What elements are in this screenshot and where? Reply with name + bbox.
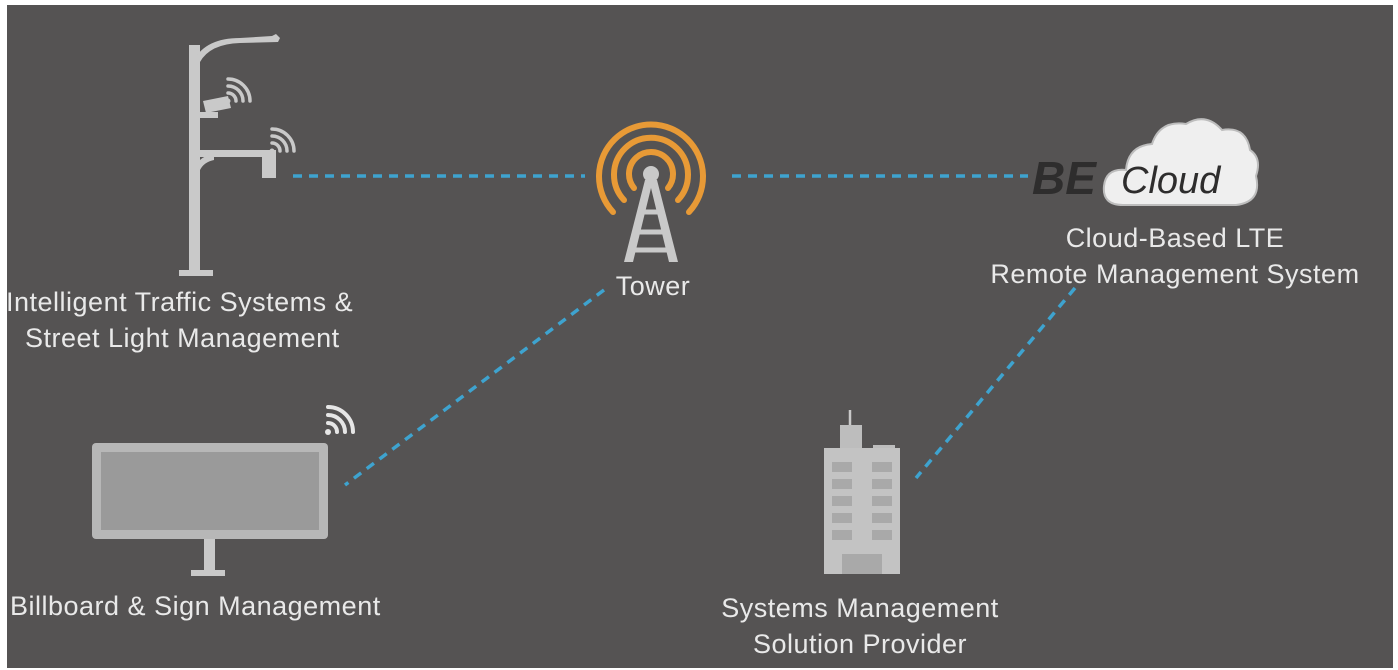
- diagram-canvas: [7, 5, 1393, 668]
- provider-label-line1: Systems Management: [721, 593, 999, 623]
- billboard-label: Billboard & Sign Management: [10, 591, 381, 621]
- cloud-system-label-line1: Cloud-Based LTE: [1065, 223, 1285, 253]
- wifi-icon: [225, 77, 252, 104]
- cloud-system-label-line2: Remote Management System: [990, 259, 1360, 289]
- provider-label-line2: Solution Provider: [752, 629, 968, 659]
- wifi-icon: [325, 405, 355, 435]
- link-tower-billboard: [343, 288, 606, 487]
- provider-label: Systems Management Solution Provider: [690, 590, 1030, 662]
- logo-prefix: BE: [1032, 152, 1097, 204]
- street-light-label-line2: Street Light Management: [25, 323, 340, 353]
- camera-icon: [200, 96, 231, 118]
- cloud-system-label: Cloud-Based LTE Remote Management System: [960, 220, 1390, 292]
- tower-label: Tower: [615, 271, 691, 301]
- logo-suffix: Cloud: [1121, 160, 1222, 202]
- street-light-label-line1: Intelligent Traffic Systems &: [6, 287, 354, 317]
- wifi-icon: [269, 127, 296, 154]
- street-light-label: Intelligent Traffic Systems & Street Lig…: [6, 284, 353, 356]
